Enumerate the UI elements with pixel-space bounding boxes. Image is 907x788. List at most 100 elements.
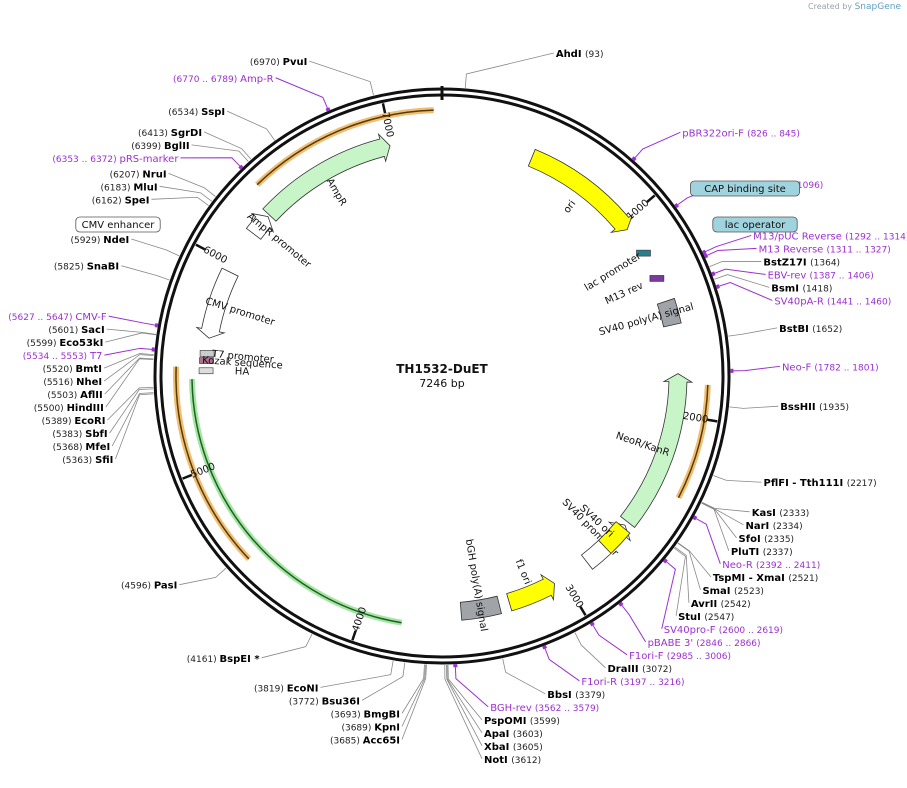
primer-name: CMV-F <box>75 312 106 323</box>
primer-name: T7 <box>89 351 102 362</box>
primer-line-ebv-rev <box>712 268 766 275</box>
site-label-bmti: (5520) BmtI <box>43 364 102 375</box>
site-label-kasi: KasI (2333) <box>752 508 810 519</box>
site-coord: (2335) <box>764 535 794 545</box>
site-label-bsshii: BssHII (1935) <box>780 402 849 413</box>
tick-label-1000: 1000 <box>625 198 652 223</box>
site-line-sgrdi <box>203 131 252 160</box>
site-line-ecori <box>107 386 154 421</box>
primer-range: (5627 .. 5647) <box>8 313 75 323</box>
site-coord: (2521) <box>788 574 818 584</box>
site-label-saci: (5601) SacI <box>48 325 104 336</box>
site-label-bmgbi: (3693) BmgBI <box>331 709 400 720</box>
box-label-cmv-enhancer: CMV enhancer <box>82 220 156 231</box>
site-line-sfii <box>115 393 154 460</box>
primer-label-f1ori-r: F1ori-R (3197 .. 3216) <box>581 677 684 688</box>
site-line-sbfi <box>109 388 154 434</box>
site-name: SfoI <box>739 534 765 545</box>
annotation-arcs <box>173 107 711 626</box>
site-line-bsu36i <box>361 662 406 701</box>
site-name: BspEI * <box>220 654 261 665</box>
primer-name: Neo-R <box>722 560 756 571</box>
primer-range: (6770 .. 6789) <box>173 75 240 85</box>
site-coord: (5825) <box>54 263 87 273</box>
primer-mark-f1ori-f <box>589 621 595 627</box>
primer-line-pbr322ori-f <box>633 131 681 160</box>
tick-2000 <box>707 418 718 423</box>
site-label-pluti: PluTI (2337) <box>731 547 793 558</box>
site-label-sgrdi: (6413) SgrDI <box>138 128 202 139</box>
feature-ori <box>527 148 634 234</box>
site-coord: (3599) <box>530 717 560 727</box>
primer-mark-sv40pro-f <box>662 558 668 564</box>
site-name: SnaBI <box>87 262 119 273</box>
small-feature-label-ha: HA <box>235 366 250 377</box>
small-feature-label-kozak-sequence: Kozak sequence <box>202 355 283 371</box>
site-label-apai: ApaI (3603) <box>484 729 543 740</box>
site-line-pspomi <box>447 664 483 721</box>
primer-mark-cmv-f <box>154 323 159 328</box>
primer-range: (5534 .. 5553) <box>23 352 90 362</box>
primer-line-sv40pro-f <box>661 559 676 629</box>
site-name: BglII <box>164 141 190 152</box>
orange-arc-core-0 <box>256 109 434 186</box>
site-line-nhei <box>103 354 154 382</box>
feature-f1-ori <box>506 573 555 612</box>
site-label-xbai: XbaI (3605) <box>484 742 543 753</box>
site-coord: (3689) <box>341 723 374 733</box>
site-label-ndei: (5929) NdeI <box>70 235 129 246</box>
feature-sv40-ori <box>598 521 631 554</box>
site-name: NruI <box>142 169 166 180</box>
site-label-noti: NotI (3612) <box>484 755 541 766</box>
site-label-bspei: (4161) BspEI * <box>187 654 261 665</box>
primer-mark-pbr322ori-f <box>631 156 637 162</box>
site-line-nrui <box>168 172 216 197</box>
tick-7000 <box>381 103 387 114</box>
site-coord: (4596) <box>121 582 154 592</box>
site-name: ApaI <box>484 729 513 740</box>
primer-range: (826 .. 845) <box>747 129 800 139</box>
site-name: SspI <box>201 107 225 118</box>
site-name: StuI <box>678 612 704 623</box>
site-name: PspOMI <box>484 716 530 727</box>
site-coord: (2217) <box>847 479 877 489</box>
site-name: MluI <box>133 182 157 193</box>
site-name: Acc65I <box>363 735 400 746</box>
site-label-aflii: (5503) AflII <box>47 390 102 401</box>
site-label-pflfi-tth111i: PflFI - Tth111I (2217) <box>764 478 877 489</box>
primer-range: (2392 .. 2411) <box>756 561 820 571</box>
site-name: PvuI <box>283 57 308 68</box>
site-line-mfei <box>111 392 154 447</box>
primer-range: (1311 .. 1327) <box>827 245 891 255</box>
site-line-pflfi-tth111i <box>713 475 762 483</box>
site-coord: (2547) <box>704 613 734 623</box>
site-label-nari: NarI (2334) <box>745 521 802 532</box>
box-label-lac-operator: lac operator <box>725 220 786 231</box>
primer-mark-f1ori-r <box>542 645 548 650</box>
snapgene-brand: SnapGene <box>854 2 901 12</box>
site-name: KasI <box>752 508 780 519</box>
site-coord: (5599) <box>27 339 60 349</box>
orange-arc-0 <box>255 107 434 187</box>
site-line-pvui <box>309 60 374 96</box>
site-coord: (3612) <box>511 756 541 766</box>
small-feature-m13-rev <box>649 275 665 282</box>
site-line-econi <box>320 660 394 688</box>
primer-name: M13 Reverse <box>759 244 827 255</box>
site-label-sbfi: (5383) SbfI <box>52 429 107 440</box>
primer-mark-m13-puc-reverse <box>702 249 707 255</box>
site-line-bbsi <box>502 658 546 695</box>
site-line-pasi <box>179 567 227 586</box>
site-name: AvrII <box>691 599 721 610</box>
feature-label-ampr-promoter: AmpR promoter <box>245 211 314 271</box>
primer-line-neo-f <box>730 365 781 372</box>
site-name: SmaI <box>702 586 734 597</box>
primer-line-bgh-rev <box>454 664 489 708</box>
primer-mark-pbabe-3 <box>618 601 624 607</box>
site-line-noti <box>444 664 483 759</box>
site-coord: (3605) <box>513 743 543 753</box>
primer-name: pBR322ori-F <box>682 128 747 139</box>
site-coord: (3685) <box>330 736 363 746</box>
